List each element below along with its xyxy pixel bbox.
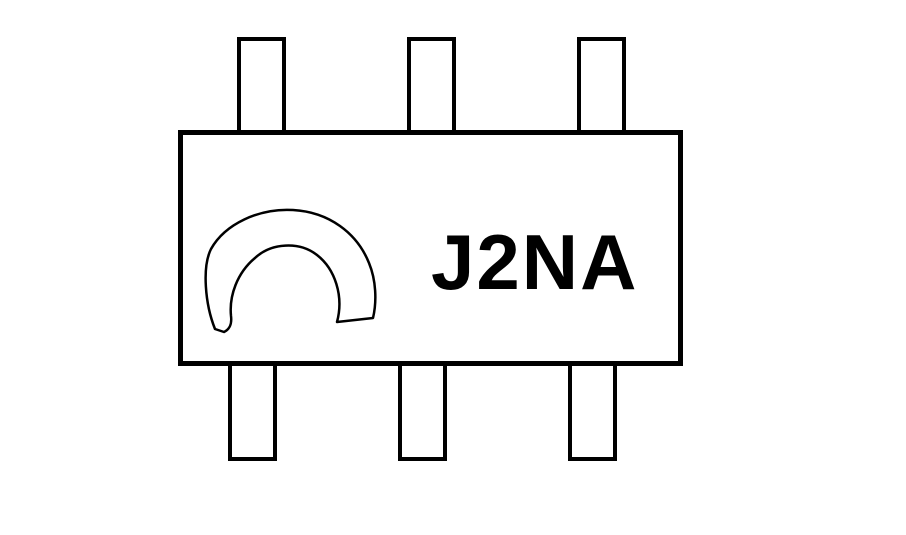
pin-bottom-2 xyxy=(398,358,447,461)
pin-top-2 xyxy=(407,37,456,137)
pin-bottom-1 xyxy=(228,358,277,461)
orientation-mark-icon xyxy=(204,208,377,334)
package-body: J2NA xyxy=(178,130,683,366)
pin-top-1 xyxy=(237,37,286,137)
pin-top-3 xyxy=(577,37,626,137)
marking-text: J2NA xyxy=(431,218,639,306)
pin-bottom-3 xyxy=(568,358,617,461)
